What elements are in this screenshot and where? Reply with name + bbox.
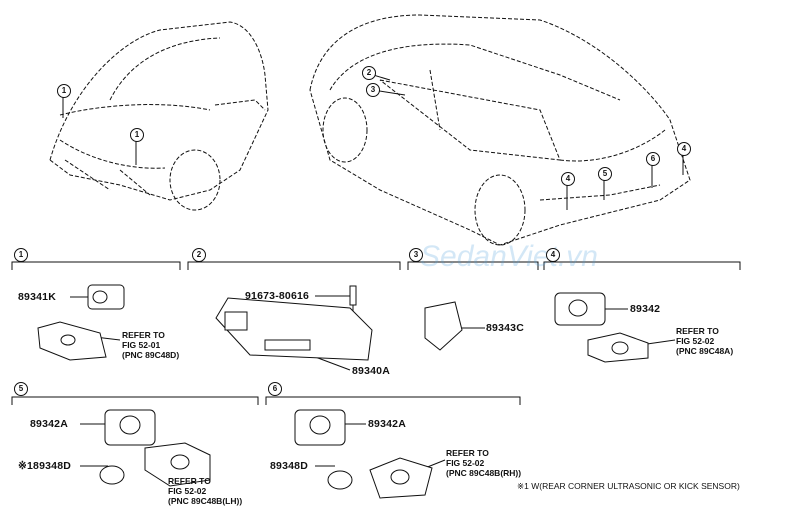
callout-badge-1b: 1: [130, 128, 144, 142]
s5-refer-line1: REFER TO: [168, 476, 211, 486]
section-6-number: 6: [268, 382, 282, 396]
s1-part-number: 89341K: [18, 291, 56, 303]
s6-part-number-a: 89342A: [368, 418, 406, 430]
section-3-number: 3: [409, 248, 423, 262]
part-drawings: [37, 284, 649, 499]
callout-badge-2: 2: [362, 66, 376, 80]
section-1-number: 1: [14, 248, 28, 262]
section-5-number: 5: [14, 382, 28, 396]
s1-refer-line3: (PNC 89C48D): [122, 350, 180, 360]
s5-part-number-b: ※189348D: [18, 460, 72, 472]
s6-refer-note: REFER TO FIG 52-02 (PNC 89C48B(RH)): [446, 448, 521, 478]
s4-refer-note: REFER TO FIG 52-02 (PNC 89C48A): [676, 326, 733, 356]
watermark: SedanViet.vn: [420, 240, 598, 273]
s2-bolt-part-number: 91673-80616: [245, 290, 310, 302]
s5-refer-line3: (PNC 89C48B(LH)): [168, 496, 243, 506]
callout-badge-1: 1: [57, 84, 71, 98]
front-car-outline: [49, 21, 269, 211]
s6-part-number-b: 89348D: [270, 460, 308, 472]
callout-badge-3: 3: [366, 83, 380, 97]
s1-refer-line2: FIG 52-01: [122, 340, 161, 350]
s5-refer-line2: FIG 52-02: [168, 486, 207, 496]
s4-refer-line1: REFER TO: [676, 326, 719, 336]
s4-refer-line3: (PNC 89C48A): [676, 346, 734, 356]
callout-badge-4: 4: [561, 172, 575, 186]
s2-part-number: 89340A: [352, 365, 390, 377]
s3-part-number: 89343C: [486, 322, 524, 334]
s5-refer-note: REFER TO FIG 52-02 (PNC 89C48B(LH)): [168, 476, 242, 506]
s4-refer-line2: FIG 52-02: [676, 336, 715, 346]
footnote: ※1 W(REAR CORNER ULTRASONIC OR KICK SENS…: [517, 481, 740, 491]
rear-car-outline: [309, 14, 691, 246]
s6-refer-line1: REFER TO: [446, 448, 489, 458]
callout-badge-4b: 4: [677, 142, 691, 156]
s4-part-number: 89342: [630, 303, 661, 315]
s6-refer-line3: (PNC 89C48B(RH)): [446, 468, 522, 478]
s6-refer-line2: FIG 52-02: [446, 458, 485, 468]
callout-badge-5: 5: [598, 167, 612, 181]
s5-part-number-a: 89342A: [30, 418, 68, 430]
s1-refer-line1: REFER TO: [122, 330, 165, 340]
section-4-number: 4: [546, 248, 560, 262]
callout-badge-6: 6: [646, 152, 660, 166]
section-brackets: [11, 261, 741, 405]
s1-refer-note: REFER TO FIG 52-01 (PNC 89C48D): [122, 330, 179, 360]
section-2-number: 2: [192, 248, 206, 262]
